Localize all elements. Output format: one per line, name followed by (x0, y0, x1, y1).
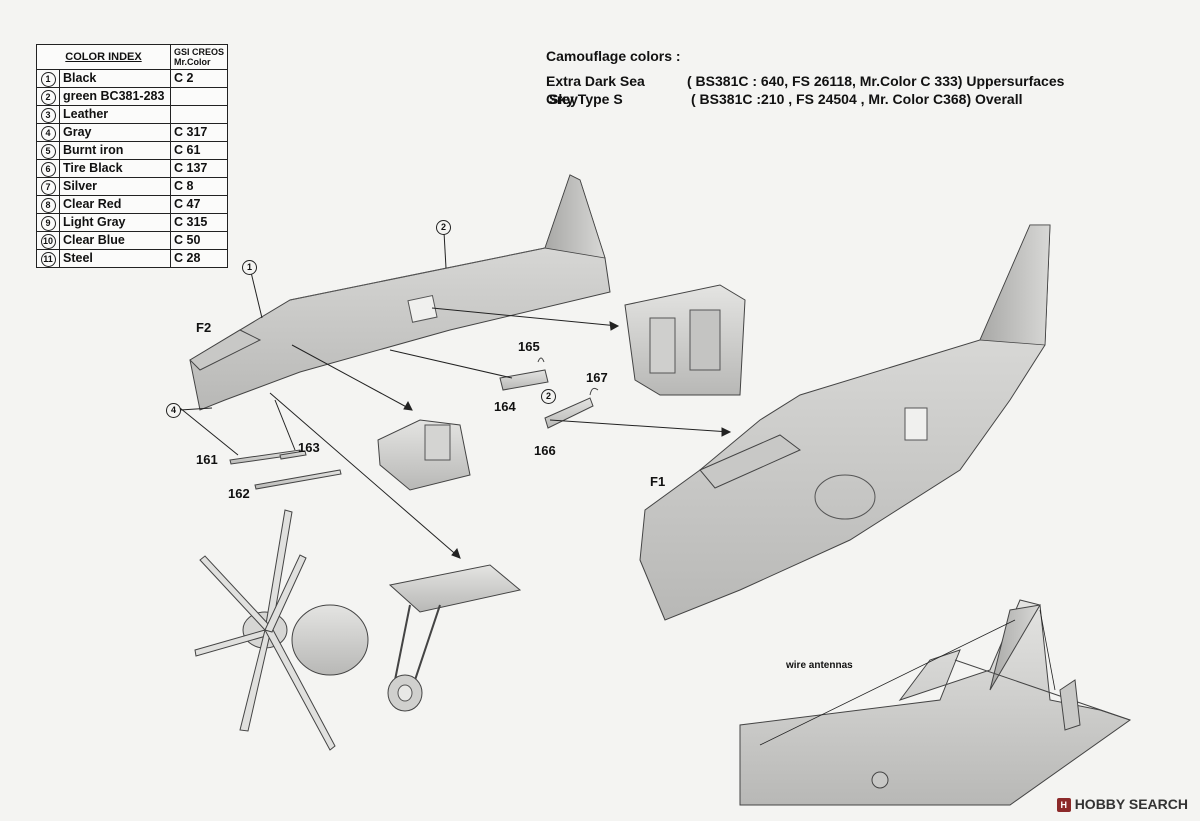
seat-part (377, 419, 471, 491)
camouflage-block: Camouflage colors : Extra Dark Sea Grey … (546, 47, 1064, 108)
part-label-166: 166 (534, 443, 556, 458)
color-code: C 28 (169, 249, 229, 268)
watermark-logo: H (1056, 798, 1071, 812)
color-callout-2: 2 (541, 389, 556, 404)
color-code: C 317 (169, 123, 229, 142)
watermark-text: HOBBY SEARCH (1074, 795, 1188, 812)
fuselage-half-f2 (189, 174, 611, 411)
color-index-header: COLOR INDEX GSI CREOS Mr.Color (36, 44, 229, 70)
color-number: 2 (40, 90, 56, 105)
color-callout-2: 2 (436, 220, 451, 235)
landing-gear-part (387, 564, 522, 712)
part-label-165: 165 (518, 339, 540, 354)
part-label-f2: F2 (196, 320, 212, 335)
color-number: 11 (40, 252, 56, 267)
part-label-f1: F1 (650, 474, 666, 489)
wire-antenna-inset (739, 599, 1132, 806)
color-index-title: COLOR INDEX (36, 44, 171, 70)
color-number: 7 (40, 180, 56, 195)
color-name: Light Gray (59, 213, 171, 232)
fuselage-half-f1 (639, 224, 1051, 621)
color-number: 4 (40, 126, 56, 141)
color-number: 1 (40, 72, 56, 87)
color-callout-4: 4 (166, 403, 181, 418)
brand-header-line1: GSI CREOS (174, 47, 225, 57)
color-code: C 8 (169, 177, 229, 196)
color-number: 10 (40, 234, 56, 249)
color-number: 3 (40, 108, 56, 123)
propeller-assembly (194, 509, 369, 751)
color-name: Black (59, 69, 171, 88)
part-label-163: 163 (298, 440, 320, 455)
part-label-161: 161 (196, 452, 218, 467)
color-number: 6 (40, 162, 56, 177)
cockpit-frame-part (624, 284, 746, 396)
color-number: 5 (40, 144, 56, 159)
brand-header-line2: Mr.Color (174, 57, 211, 67)
part-label-162: 162 (228, 486, 250, 501)
camouflage-title: Camouflage colors : (546, 48, 681, 64)
color-name: Clear Red (59, 195, 171, 214)
color-number: 9 (40, 216, 56, 231)
part-label-167: 167 (586, 370, 608, 385)
camouflage-color-name: Extra Dark Sea Grey (546, 73, 645, 107)
camouflage-color-spec: ( BS381C : 640, FS 26118, Mr.Color C 333… (687, 73, 1065, 89)
color-callout-1: 1 (242, 260, 257, 275)
camouflage-color-spec: ( BS381C :210 , FS 24504 , Mr. Color C36… (691, 91, 1023, 107)
wire-antennas-label: wire antennas (786, 660, 853, 671)
color-code: C 47 (169, 195, 229, 214)
camouflage-color-name: Sky Type S (549, 91, 623, 107)
color-number: 8 (40, 198, 56, 213)
camouflage-row: Sky Type S ( BS381C :210 , FS 24504 , Mr… (546, 90, 1022, 108)
color-name: Steel (59, 249, 171, 268)
part-label-164: 164 (494, 399, 516, 414)
leader-lines (179, 231, 732, 559)
brand-header: GSI CREOS Mr.Color (169, 44, 229, 70)
camouflage-row: Extra Dark Sea Grey ( BS381C : 640, FS 2… (546, 72, 1064, 107)
